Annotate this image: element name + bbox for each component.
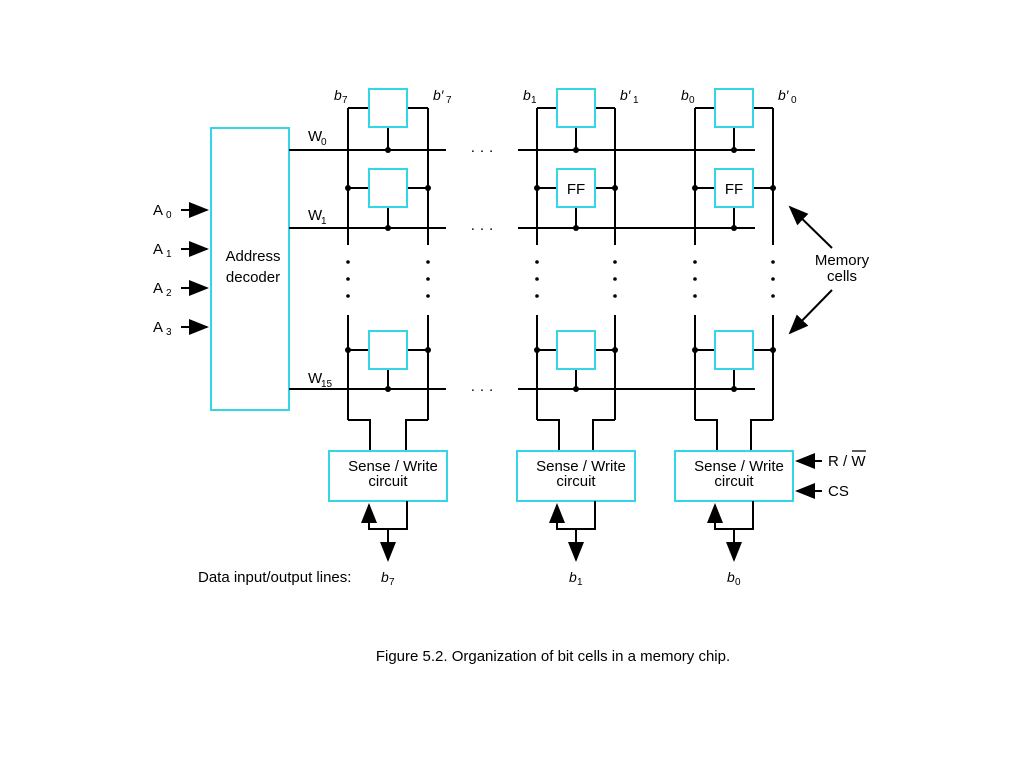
svg-text:Sense / Write: Sense / Write: [348, 458, 438, 475]
svg-text:3: 3: [166, 327, 172, 338]
svg-text:0: 0: [735, 577, 741, 588]
svg-text:0: 0: [791, 95, 797, 106]
memory-cell: [556, 168, 596, 208]
decoder-label-2: decoder: [226, 269, 280, 286]
sense-write-circuit: [516, 450, 636, 502]
svg-text:1: 1: [577, 577, 583, 588]
memory-cell: [368, 330, 408, 370]
bit-line-complement-label: b′: [433, 87, 445, 103]
svg-text:7: 7: [342, 95, 348, 106]
memory-cell: [714, 88, 754, 128]
ellipsis-w0: · · ·: [470, 142, 493, 159]
svg-text:2: 2: [166, 288, 172, 299]
svg-text:15: 15: [321, 379, 333, 390]
svg-text:A: A: [153, 202, 163, 219]
rw-control: R / W: [795, 450, 866, 470]
svg-text:circuit: circuit: [556, 473, 596, 490]
svg-text:A: A: [153, 241, 163, 258]
bit-line-complement-label: b′: [778, 87, 790, 103]
svg-text:7: 7: [446, 95, 452, 106]
output-label: b: [569, 569, 577, 585]
svg-text:1: 1: [531, 95, 537, 106]
word-line-w1: W1: [289, 207, 755, 229]
ff-label: FF: [567, 181, 585, 198]
word-line-w15: W15: [289, 370, 755, 390]
svg-text:W: W: [308, 207, 323, 224]
memory-cells-annotation: Memory cells: [788, 205, 870, 335]
memory-cell: [714, 330, 754, 370]
decoder-label-1: Address: [225, 248, 280, 265]
output-label: b: [727, 569, 735, 585]
output-label: b: [381, 569, 389, 585]
svg-text:Sense / Write: Sense / Write: [536, 458, 626, 475]
svg-text:circuit: circuit: [368, 473, 408, 490]
svg-text:1: 1: [321, 216, 327, 227]
ellipsis-w15: · · ·: [470, 381, 493, 398]
bit-line-label: b: [334, 87, 342, 103]
arrow-icon: [788, 289, 833, 335]
memory-cell: [368, 88, 408, 128]
bit-line-label: b: [681, 87, 689, 103]
sense-write-circuit: [674, 450, 794, 502]
svg-text:CS: CS: [828, 483, 849, 500]
svg-text:W: W: [308, 128, 323, 145]
svg-text:0: 0: [321, 137, 327, 148]
svg-text:W: W: [308, 370, 323, 387]
svg-text:cells: cells: [827, 268, 857, 285]
ellipsis-w1: · · ·: [470, 220, 493, 237]
arrow-icon: [788, 205, 833, 249]
bit-line-label: b: [523, 87, 531, 103]
memory-cell: [714, 168, 754, 208]
svg-text:A: A: [153, 280, 163, 297]
address-decoder-box: [210, 127, 290, 411]
svg-text:1: 1: [633, 95, 639, 106]
svg-text:A: A: [153, 319, 163, 336]
svg-text:Memory: Memory: [815, 252, 870, 269]
sense-write-circuit: [328, 450, 448, 502]
word-line-w0: W0: [289, 128, 755, 151]
io-lines-label: Data input/output lines:: [198, 569, 351, 586]
bit-line-complement-label: b′: [620, 87, 632, 103]
svg-text:circuit: circuit: [714, 473, 754, 490]
memory-cell: [368, 168, 408, 208]
memory-cell: [556, 88, 596, 128]
figure-caption: Figure 5.2. Organization of bit cells in…: [376, 648, 730, 665]
svg-text:R / W: R / W: [828, 453, 866, 470]
svg-text:Sense / Write: Sense / Write: [694, 458, 784, 475]
svg-text:0: 0: [689, 95, 695, 106]
memory-cell: [556, 330, 596, 370]
ff-label: FF: [725, 181, 743, 198]
svg-text:1: 1: [166, 249, 172, 260]
cs-control: CS: [795, 483, 849, 500]
svg-text:7: 7: [389, 577, 395, 588]
svg-text:0: 0: [166, 210, 172, 221]
